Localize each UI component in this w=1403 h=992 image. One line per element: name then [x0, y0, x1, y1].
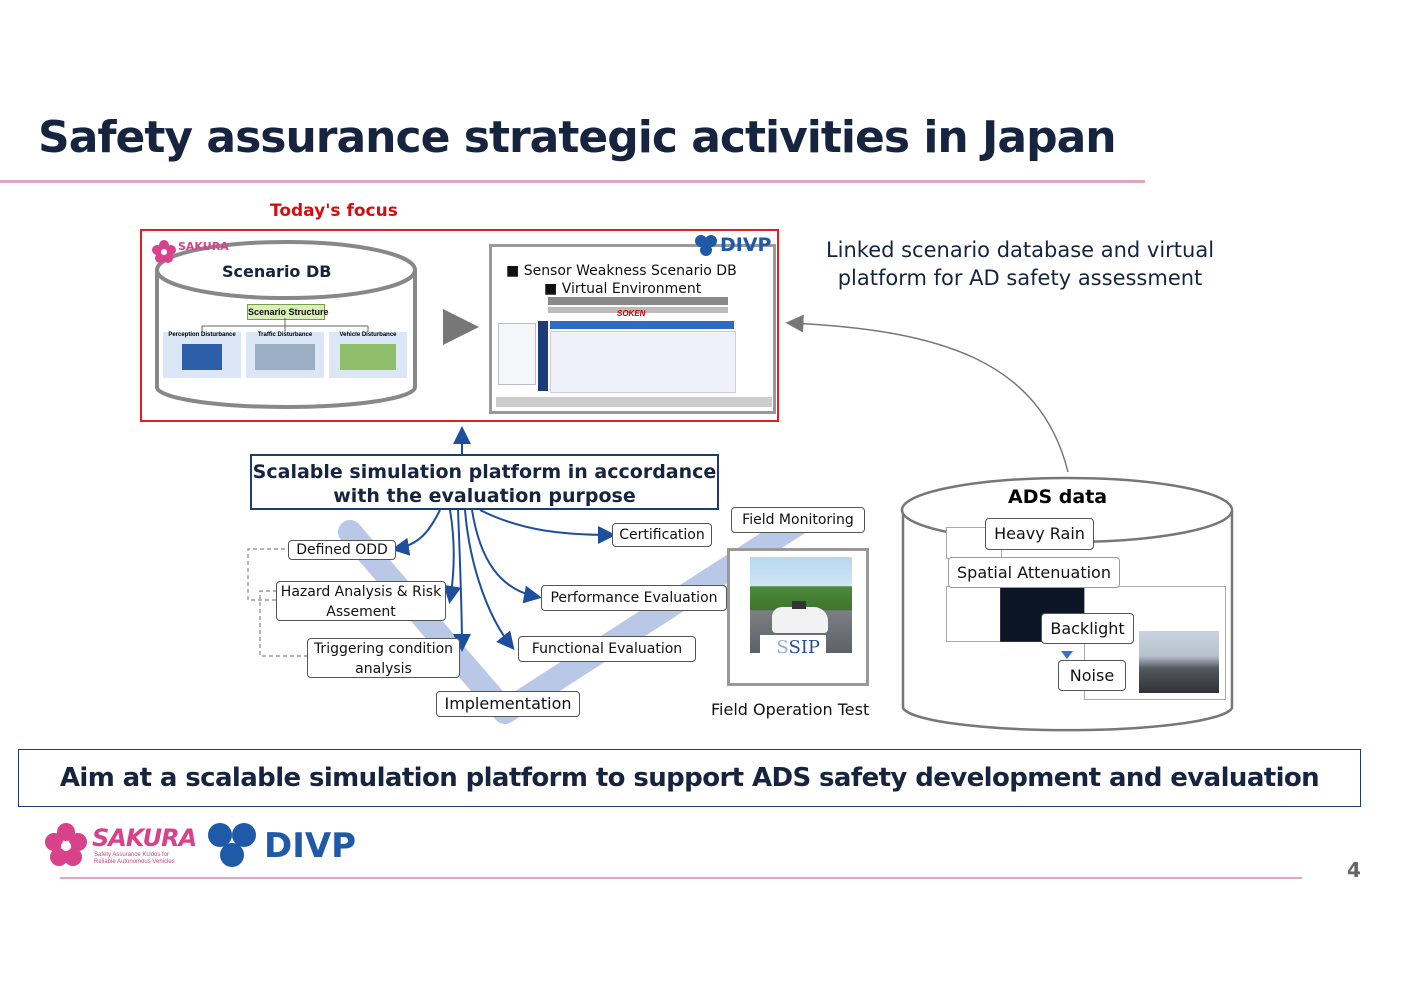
hazard-analysis-label: Hazard Analysis & Risk Assement [276, 581, 446, 621]
scenario-db-label: Scenario DB [222, 262, 332, 281]
sakura-flower-icon [152, 240, 176, 263]
field-operation-photo-frame: SSIP [727, 548, 869, 686]
perception-disturbance-card: Perception Disturbance [163, 332, 241, 378]
sip-logo: SSIP [760, 635, 826, 661]
sakura-footer-logo-text: SAKURA [92, 824, 197, 852]
sakura-logo-text: SAKURA [178, 240, 229, 253]
sakura-footer-tagline: Safety Assurance KUdos for Reliable Auto… [94, 852, 175, 865]
defined-odd-label: Defined ODD [288, 540, 396, 560]
todays-focus-frame [140, 229, 779, 422]
vehicle-disturbance-card: Vehicle Disturbance [329, 332, 407, 378]
scenario-structure-label: Scenario Structure [247, 304, 329, 320]
backlight-tag: Backlight [1041, 613, 1134, 644]
field-operation-test-label: Field Operation Test [711, 700, 870, 719]
functional-evaluation-label: Functional Evaluation [518, 636, 696, 662]
page-title: Safety assurance strategic activities in… [38, 112, 1117, 163]
divp-logo: DIVP [694, 234, 771, 263]
ads-screenshot-2 [946, 586, 1085, 642]
linked-description: Linked scenario database and virtual pla… [825, 238, 1215, 290]
title-underline [0, 180, 1145, 183]
field-monitoring-label: Field Monitoring [731, 507, 865, 533]
divp-virtual-environment-panel: ■ Sensor Weakness Scenario DB ■ Virtual … [489, 244, 776, 414]
performance-evaluation-label: Performance Evaluation [541, 585, 727, 611]
spatial-attenuation-tag: Spatial Attenuation [948, 557, 1120, 588]
scenario-structure-tree [201, 318, 369, 332]
divp-logo-text: DIVP [720, 234, 772, 256]
sakura-flower-icon [45, 823, 87, 866]
todays-focus-label: Today's focus [270, 201, 398, 221]
divp-footer-logo-text: DIVP [264, 826, 357, 866]
divp-bullet-virtual: ■ Virtual Environment [544, 281, 702, 297]
implementation-label: Implementation [436, 691, 580, 717]
page-number: 4 [1347, 858, 1361, 882]
traffic-disturbance-card: Traffic Disturbance [246, 332, 324, 378]
aim-statement: Aim at a scalable simulation platform to… [18, 749, 1361, 807]
soken-label: SOKEN [617, 309, 646, 318]
sakura-footer-logo: SAKURA Safety Assurance KUdos for Reliab… [42, 820, 197, 877]
triggering-condition-label: Triggering condition analysis [307, 638, 460, 678]
ads-to-platform-arrow [785, 314, 1069, 473]
scalable-simulation-box: Scalable simulation platform in accordan… [250, 454, 719, 510]
divp-footer-logo: DIVP [206, 822, 356, 873]
heavy-rain-tag: Heavy Rain [985, 518, 1094, 550]
divp-bullet-sensor: ■ Sensor Weakness Scenario DB [506, 263, 737, 279]
footer-rule [60, 877, 1302, 879]
certification-label: Certification [612, 523, 712, 547]
ads-data-title: ADS data [1008, 486, 1108, 508]
noise-pointer-icon [1061, 651, 1073, 659]
sakura-logo-small: SAKURA [150, 238, 229, 271]
noise-tag: Noise [1058, 660, 1126, 691]
divp-logo-icon [695, 235, 717, 256]
divp-logo-icon [208, 823, 256, 867]
